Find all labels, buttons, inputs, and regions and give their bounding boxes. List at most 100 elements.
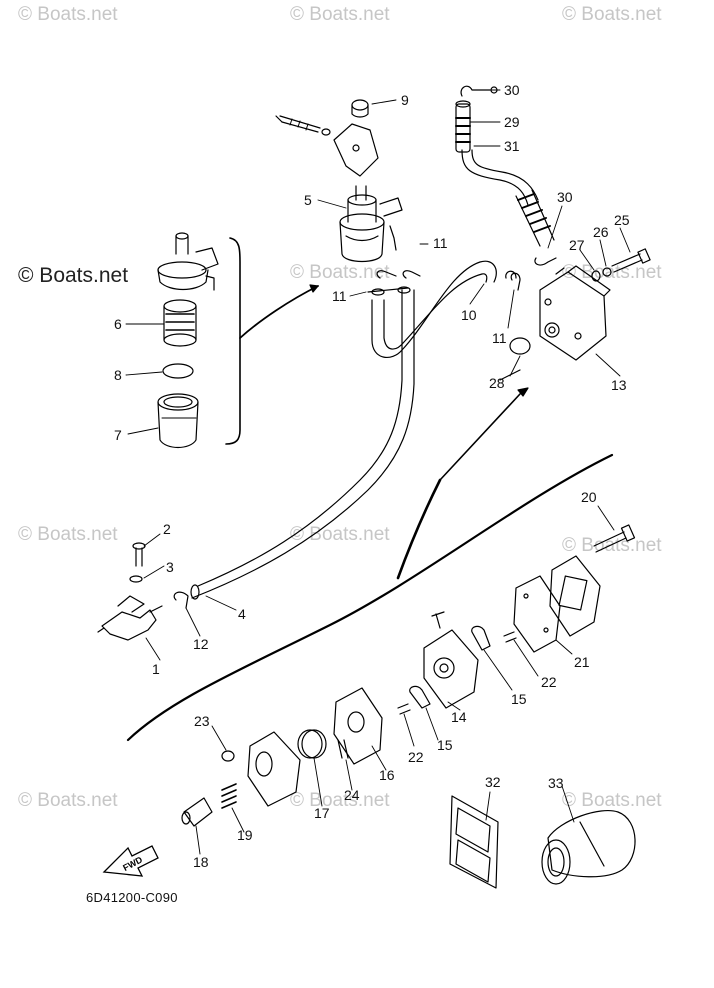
- callout-30: 30: [504, 82, 520, 98]
- spring-19: [221, 783, 237, 809]
- callout-23: 23: [194, 713, 210, 729]
- watermark: © Boats.net: [18, 524, 118, 545]
- callout-11: 11: [492, 330, 507, 346]
- callout-29: 29: [504, 114, 520, 130]
- callout-22: 22: [408, 749, 424, 765]
- watermark: © Boats.net: [562, 790, 662, 811]
- nut-23: [221, 750, 235, 762]
- o-ring-8: [162, 363, 194, 379]
- check-valve-15: [409, 685, 431, 709]
- callout-24: 24: [344, 787, 360, 803]
- watermark: © Boats.net: [290, 4, 390, 25]
- clip-12: [173, 591, 189, 609]
- callout-25: 25: [614, 212, 630, 228]
- boot-33: [541, 810, 636, 885]
- pump-body-14: [423, 611, 479, 709]
- callout-17: 17: [314, 805, 330, 821]
- callout-5: 5: [304, 192, 312, 208]
- watermark: © Boats.net: [290, 524, 390, 545]
- label-32: [449, 795, 499, 889]
- fuel-hose-4: [197, 289, 403, 587]
- callout-16: 16: [379, 767, 395, 783]
- callout-33: 33: [548, 775, 564, 791]
- callout-19: 19: [237, 827, 253, 843]
- callout-3: 3: [166, 559, 174, 575]
- callout-26: 26: [593, 224, 609, 240]
- screw-22: [503, 631, 517, 643]
- callout-28: 28: [489, 375, 505, 391]
- washer-3: [129, 575, 143, 583]
- filter-element-6: [163, 299, 197, 347]
- callout-6: 6: [114, 316, 122, 332]
- mount-bracket: [275, 99, 379, 177]
- o-ring-28: [509, 337, 531, 355]
- callout-30: 30: [557, 189, 573, 205]
- callout-20: 20: [581, 489, 597, 505]
- fuel-hose-31: [461, 149, 529, 206]
- callout-27: 27: [569, 237, 585, 253]
- callout-15: 15: [511, 691, 527, 707]
- callout-32: 32: [485, 774, 501, 790]
- callout-12: 12: [193, 636, 209, 652]
- watermark: © Boats.net: [562, 262, 662, 283]
- detail-bracket: [225, 237, 241, 445]
- part-29-tube: [455, 100, 471, 153]
- callout-9: 9: [401, 92, 409, 108]
- fuel-hose-10: [371, 260, 497, 358]
- callout-4: 4: [238, 606, 246, 622]
- callout-22: 22: [541, 674, 557, 690]
- section-pointer-line: [396, 478, 442, 580]
- clip-11: [402, 270, 421, 279]
- watermark: © Boats.net: [290, 262, 390, 283]
- callout-14: 14: [451, 709, 467, 725]
- watermark: © Boats.net: [290, 790, 390, 811]
- part-30-clip: [460, 85, 491, 97]
- gasket-21: [513, 575, 561, 653]
- callout-15: 15: [437, 737, 453, 753]
- callout-11: 11: [332, 288, 347, 304]
- diaphragm-16: [333, 687, 383, 765]
- callout-31: 31: [504, 138, 520, 154]
- section-divider-line: [126, 453, 614, 742]
- pump-base: [247, 731, 301, 807]
- callout-8: 8: [114, 367, 122, 383]
- screw-22: [397, 703, 411, 715]
- filter-cup-7: [157, 393, 199, 449]
- callout-10: 10: [461, 307, 477, 323]
- callout-18: 18: [193, 854, 209, 870]
- fuel-connector-1: [97, 595, 163, 641]
- clip-11: [376, 270, 397, 279]
- spring-17: [297, 729, 327, 759]
- fuel-filter-assembly: [339, 185, 403, 263]
- leader-lines: [125, 89, 631, 855]
- filter-cap-detail: [157, 232, 219, 291]
- check-valve-15: [471, 625, 491, 651]
- brand-mark: © Boats.net: [18, 264, 129, 287]
- fwd-arrow-icon: FWD: [102, 845, 159, 877]
- callout-7: 7: [114, 427, 122, 443]
- bolt-20: [593, 531, 627, 553]
- watermark: © Boats.net: [18, 4, 118, 25]
- callout-13: 13: [611, 377, 627, 393]
- washer-26: [602, 267, 612, 277]
- plunger-18: [181, 797, 213, 827]
- callout-11: 11: [433, 235, 448, 251]
- watermark: © Boats.net: [18, 790, 118, 811]
- screw-2: [135, 547, 143, 567]
- watermark: © Boats.net: [562, 4, 662, 25]
- bolt-25: [611, 253, 643, 273]
- callout-2: 2: [163, 521, 171, 537]
- pump-cover: [549, 555, 601, 637]
- pin-24: [337, 739, 349, 759]
- callout-1: 1: [152, 661, 160, 677]
- callout-21: 21: [574, 654, 590, 670]
- bellows-hose: [515, 189, 555, 247]
- washer-27: [591, 270, 601, 282]
- fuel-pump-13: [539, 265, 611, 361]
- clip-30: [534, 257, 557, 266]
- detail-leader: [239, 285, 319, 339]
- watermark: © Boats.net: [562, 535, 662, 556]
- diagram-code: 6D41200-C090: [86, 890, 178, 905]
